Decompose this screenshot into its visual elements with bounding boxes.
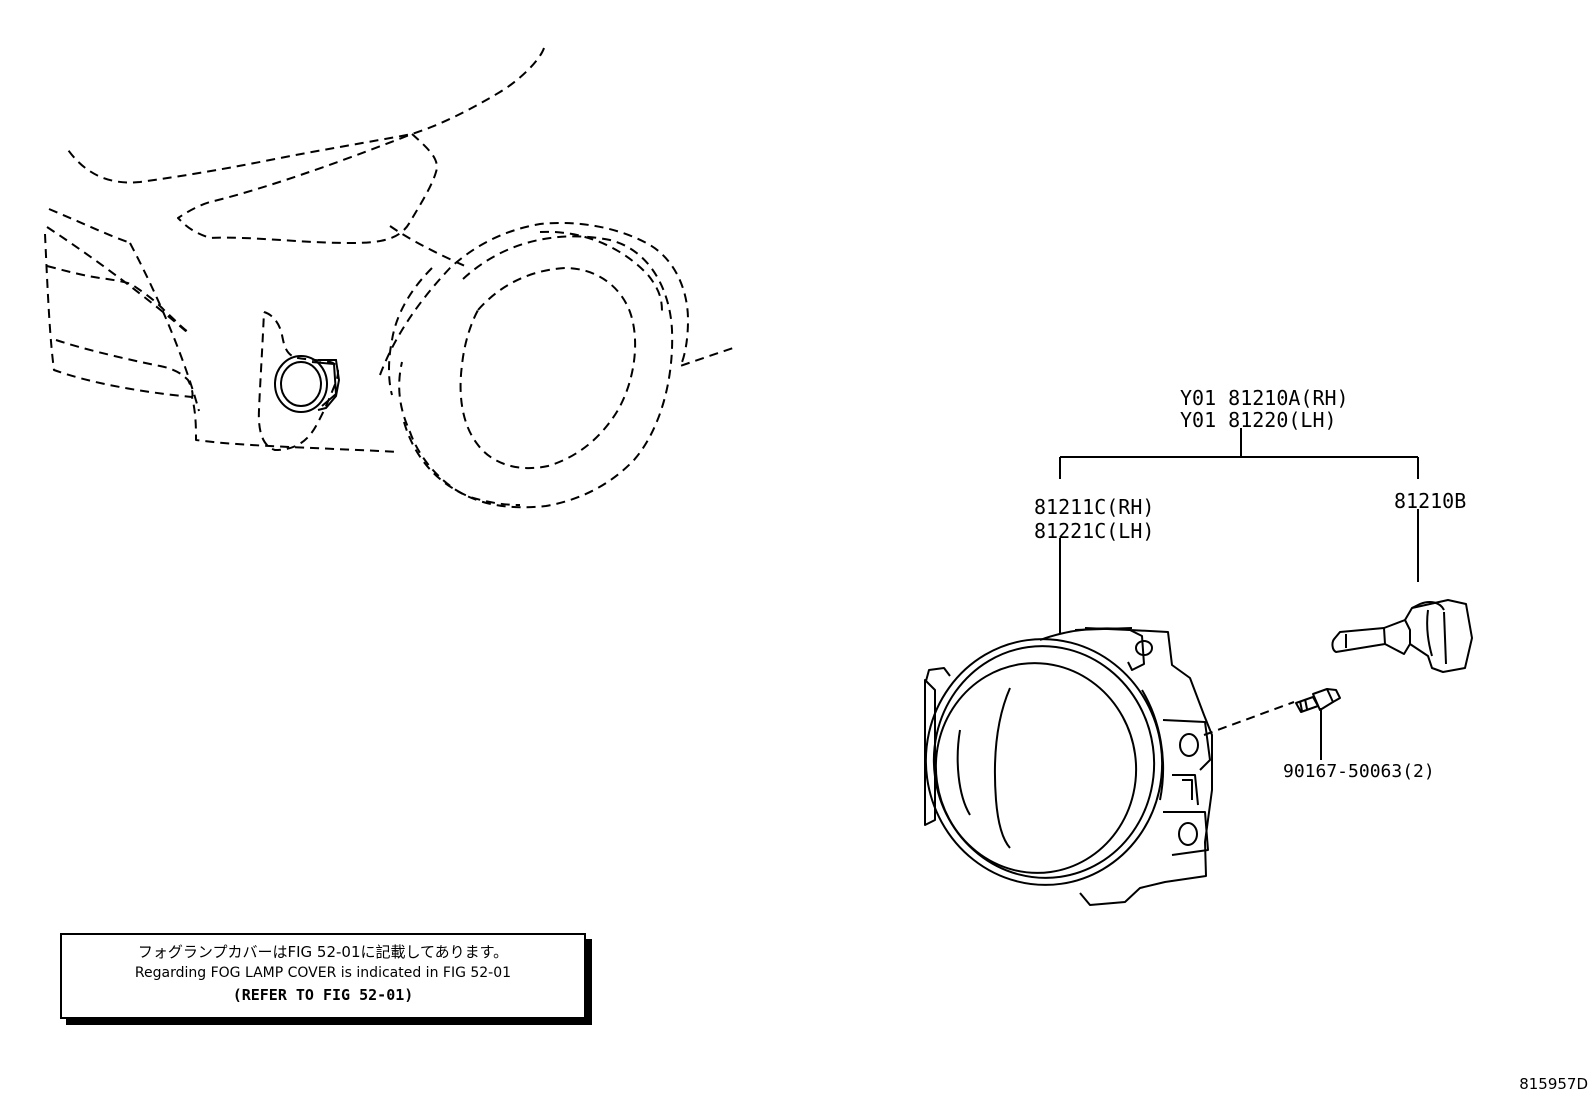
fog-lamp-unit [924,627,1213,906]
callout-unit-rh: 81211C(RH) [1034,495,1154,519]
callout-bulb: 81210B [1394,489,1466,513]
reference-note: フォグランプカバーはFIG 52-01に記載してあります。 Regarding … [60,933,586,1019]
callout-screw: 90167-50063(2) [1283,761,1435,782]
leader-lines [1059,428,1419,760]
vehicle-fog-lamp [274,355,341,413]
bulb-illustration [1331,599,1473,673]
illustration-code: 815957D [1519,1075,1588,1093]
callout-unit-lh: 81221C(LH) [1034,519,1154,543]
note-english: Regarding FOG LAMP COVER is indicated in… [134,965,512,981]
note-reference: (REFER TO FIG 52-01) [232,986,414,1004]
note-japanese: フォグランプカバーはFIG 52-01に記載してあります。 [137,943,509,961]
vehicle-front-illustration [44,47,734,509]
callout-assembly-lh: Y01 81220(LH) [1180,408,1337,432]
callout-assembly-rh: Y01 81210A(RH) [1180,386,1349,410]
screw-illustration [1295,688,1341,713]
